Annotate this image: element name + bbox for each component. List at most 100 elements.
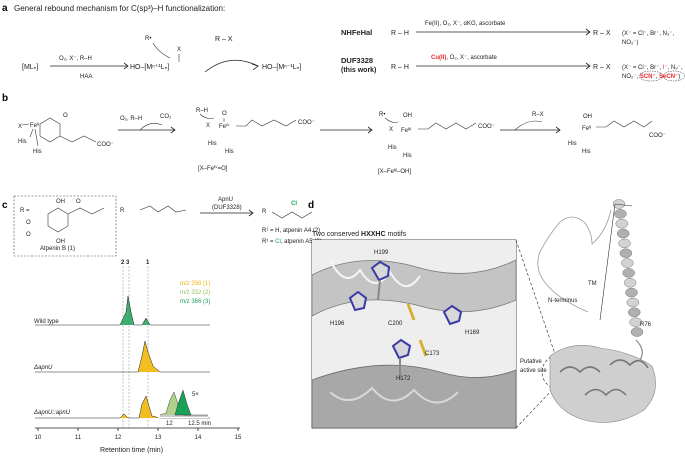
b2-fe: Feᴵⱽ	[219, 123, 230, 130]
r76-label: R76	[640, 322, 652, 328]
b-rx: R–X	[532, 112, 544, 118]
b2-his-1: His	[208, 141, 217, 147]
nhfehal-conditions: Fe(II), O₂, X⁻, αKG, ascorbate	[425, 21, 506, 27]
rebound-arrow	[204, 59, 259, 73]
b1-bond-x	[21, 123, 30, 126]
b1-o: O	[63, 113, 68, 119]
x-axis-title: Retention time (min)	[100, 447, 163, 454]
fe3-oh-complex: R• X Feᴵᴵᴵ OH His His COO⁻ [X–Feᴵᴵᴵ–OH]	[378, 112, 495, 175]
trace-label-comp: ΔapnU::apnU	[33, 410, 71, 416]
x-tick-label-10: 10	[35, 435, 42, 441]
peak-label-2: 2	[121, 260, 125, 266]
product-chain	[271, 211, 313, 219]
n-terminus-label: N-terminus	[548, 298, 577, 304]
peak-label-3: 3	[126, 260, 130, 266]
b-rx-curve	[514, 120, 543, 131]
duf-arrow-head	[585, 62, 591, 70]
b3-his-2: His	[403, 153, 412, 159]
protein-core	[549, 345, 656, 423]
product-r: R	[262, 209, 267, 215]
active-site-line-1: Putative	[520, 359, 542, 365]
nhfehal-scope-1: (X⁻ = Cl⁻, Br⁻, N₃⁻,	[622, 31, 675, 37]
r1-a4: R¹ = H, atpenin A4 (2)	[262, 228, 320, 234]
inset-trace-366	[174, 389, 192, 416]
step1-bottom-label: HAA	[80, 74, 92, 80]
residue-h199: H199	[374, 250, 389, 256]
fe2-succinate-complex: OH Feᴵᴵ His His COO⁻	[568, 114, 666, 155]
duf-note: (this work)	[341, 67, 376, 74]
duf-scope-1: (X⁻ = Cl⁻, Br⁻, I⁻, N₃⁻,	[622, 65, 683, 71]
pyridine-ring	[47, 207, 69, 233]
b1-x: X	[18, 124, 22, 130]
h199-sidechain	[370, 260, 391, 282]
trace-apnu	[35, 340, 210, 373]
x-tick-label-11: 11	[75, 435, 82, 441]
duf-conditions: Cu(II), O₂, X⁻, ascorbate	[431, 55, 498, 61]
tm-helix-turn	[630, 327, 644, 337]
b-arrow-3-head	[555, 126, 561, 134]
intermediate-label: HO–[Mⁿ⁺¹Lₙ]	[130, 64, 169, 71]
final-complex-label: HO–[Mⁿ⁻¹Lₙ]	[262, 64, 301, 71]
secn-highlight	[662, 70, 685, 82]
r1-a5: R¹ = Cl, atpenin A5 (3)	[262, 239, 322, 245]
tm-helix-turn	[622, 268, 635, 278]
tm-label: TM	[588, 281, 597, 287]
fe2-akg-complex: X Feᴵᴵ His His O COO⁻	[18, 113, 114, 155]
methoxy-1: O	[26, 220, 31, 226]
duf-product: R – X	[593, 64, 611, 71]
zoom-connector-top	[515, 239, 556, 355]
tm-helix-turn	[615, 218, 629, 229]
active-site-zoom: H199 H196 C200 H169 C173 H172	[312, 240, 516, 428]
b3-coo: COO⁻	[478, 124, 495, 130]
nhfehal-scope-2: NO₂⁻)	[622, 40, 639, 46]
trace-complemented	[35, 395, 210, 419]
legend-332: m/z 332 (2)	[180, 290, 210, 296]
duf-scope-2: NO₂⁻, SCN⁻, SeCN⁻)	[622, 74, 680, 80]
tm-helix-turn	[625, 287, 638, 298]
tm-helix-turn	[626, 297, 640, 308]
residue-h196: H196	[330, 321, 345, 327]
h172-sidechain	[391, 338, 412, 360]
panel-b: b X Feᴵᴵ His His O COO⁻ O₂, R–H CO₂ R–H …	[2, 93, 666, 175]
c173-sidechain	[418, 339, 428, 357]
tm-helix-turn	[619, 248, 633, 258]
panel-c: c R = OH OH O O O R Atpenin B (1) ApnU (…	[2, 195, 322, 454]
panel-a-title: General rebound mechanism for C(sp³)–H f…	[14, 4, 225, 13]
panel-c-label: c	[2, 200, 8, 211]
b1-bond-his1	[29, 128, 34, 138]
tm-bracket-line	[599, 203, 616, 321]
motif-caption: Two conserved HXXHC motifs	[312, 231, 407, 238]
ring-oh-top: OH	[56, 199, 65, 205]
panel-a-label: a	[2, 3, 8, 14]
peak-label-1: 1	[146, 260, 150, 266]
nhfehal-product: R – X	[593, 30, 611, 37]
panel-a: a General rebound mechanism for C(sp³)–H…	[2, 3, 685, 82]
duf-substrate: R – H	[391, 64, 409, 71]
enzyme-line-1: ApnU	[218, 197, 233, 203]
tm-helix-turn	[621, 258, 634, 268]
compound-name: Atpenin B (1)	[40, 246, 75, 252]
panel-d-label: d	[308, 200, 314, 211]
trace-label-wt: Wild type	[34, 319, 59, 325]
panel-d: d Two conserved HXXHC motifs H199 H196 C…	[308, 199, 656, 429]
b3-rebound-arrow	[384, 117, 399, 123]
radical-label: R•	[145, 36, 151, 42]
x-tick-label-14: 14	[195, 435, 202, 441]
b4-fe: Feᴵᴵ	[582, 125, 591, 132]
h169-sidechain	[442, 304, 463, 326]
arrow-head-step1	[123, 62, 129, 70]
b1-his-2: His	[33, 149, 42, 155]
b3-x: X	[389, 127, 393, 133]
b-co2-curve	[139, 123, 163, 131]
b2-chain	[236, 119, 297, 127]
b1-his-1: His	[18, 139, 27, 145]
step1-top-reagents: O₂, X⁻, R–H	[59, 56, 92, 62]
b-arrow-1-head	[170, 126, 176, 134]
tm-helix-turn	[616, 228, 630, 239]
atpenin-b-chain	[139, 205, 187, 213]
duf-name: DUF3328	[341, 56, 373, 65]
tm-helix-turn	[627, 307, 641, 318]
x-tick-label-15: 15	[235, 435, 242, 441]
tm-helix-turn	[618, 238, 631, 249]
b3-fe: Feᴵᴵᴵ	[401, 127, 411, 134]
